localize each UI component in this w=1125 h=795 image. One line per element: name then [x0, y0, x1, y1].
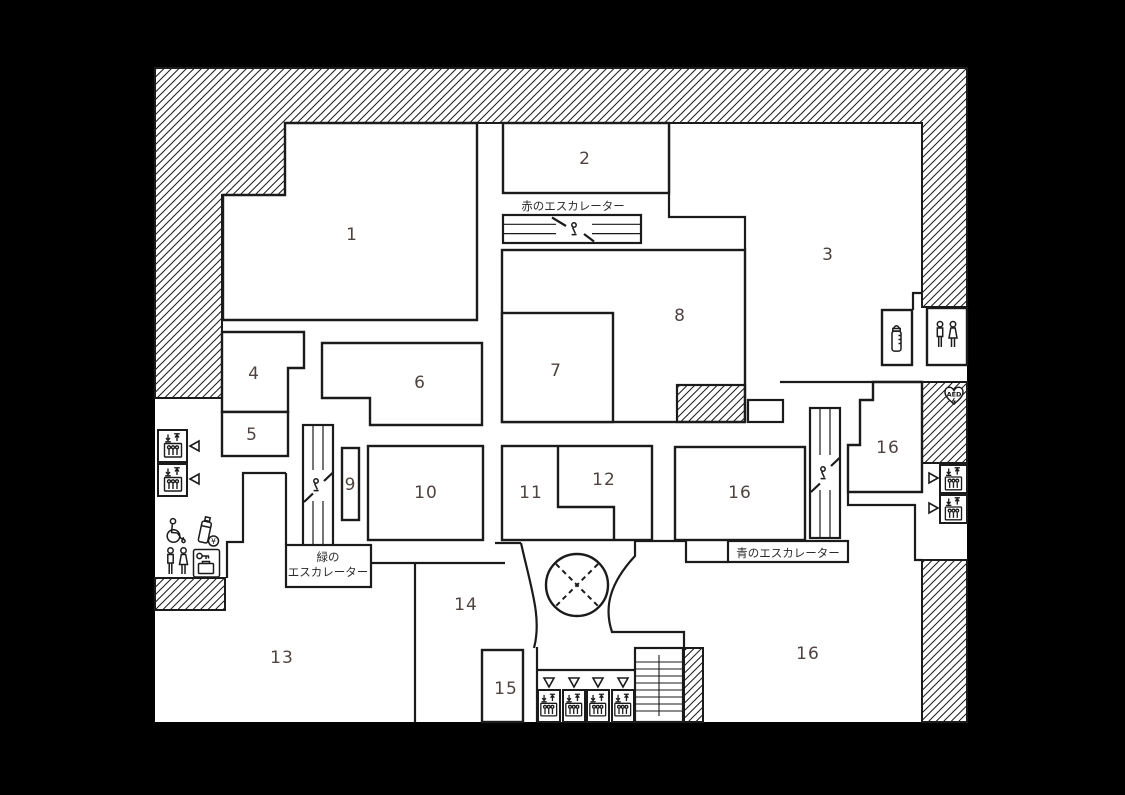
- triangle-left-icon: [188, 472, 200, 486]
- room-4-label: 4: [248, 364, 260, 384]
- triangle-down-icon: [591, 677, 605, 689]
- atrium-void: [544, 552, 610, 618]
- room-7: [500, 311, 615, 424]
- blue-escalator-label-box: [726, 539, 850, 564]
- hatched-strip-right: [921, 559, 968, 723]
- hatched-block-room8-top: [675, 383, 747, 424]
- green-escalator: [301, 423, 335, 550]
- triangle-right-icon: [928, 471, 940, 485]
- room-15-label: 15: [494, 679, 518, 699]
- left-elevator-bank: [157, 429, 200, 497]
- triangle-left-icon: [188, 439, 200, 453]
- aed-text: AED: [947, 391, 962, 399]
- triangle-down-icon: [616, 677, 630, 689]
- green-escalator-ticks: [303, 471, 334, 503]
- red-escalator-shaft: [501, 213, 643, 245]
- aed-icon: AED: [944, 386, 964, 405]
- stairs-treads-icon: [635, 655, 683, 716]
- room-labels: 1 2 3 4 5 6 7 8 9 10 11 12 13 14 15 16 1…: [246, 149, 900, 699]
- room-10: [366, 444, 485, 542]
- right-elevator-bank: [928, 464, 968, 524]
- wall-segment: [911, 291, 922, 310]
- room-16-right: [846, 380, 924, 494]
- room-10-label: 10: [414, 483, 438, 503]
- wheelchair-icon: [166, 517, 186, 544]
- stairs: [633, 646, 685, 724]
- nursing-room: [880, 308, 914, 367]
- bottom-elevator-bank: [537, 668, 635, 723]
- atrium-east-arc: [607, 541, 686, 648]
- vending-machine-icon: ¥: [197, 515, 220, 547]
- room-9: [340, 446, 361, 522]
- green-escalator-label-box: [284, 543, 373, 589]
- room-14-label: 14: [454, 595, 478, 615]
- room-11-12-block: [500, 444, 654, 542]
- blue-escalator: [808, 406, 842, 540]
- right-facilities: AED: [891, 320, 964, 405]
- rooms: [220, 121, 969, 724]
- room-16-bottom-label: 16: [796, 644, 820, 664]
- wall-closet: [746, 398, 785, 424]
- restroom-right-icon: [936, 320, 958, 347]
- red-escalator-ticks: [551, 216, 595, 243]
- triangle-right-icon: [928, 501, 940, 515]
- coin-locker-icon: [192, 548, 221, 578]
- triangle-down-icon: [542, 677, 556, 689]
- room-13-label: 13: [270, 648, 294, 668]
- blue-escalator-label: 青のエスカレーター: [736, 546, 840, 560]
- red-escalator-lanes: [503, 223, 641, 235]
- blue-escalator-shaft: [808, 406, 842, 540]
- atrium-west-arc: [519, 542, 538, 649]
- room-16-right-label: 16: [876, 438, 900, 458]
- green-escalator-shaft: [301, 423, 335, 550]
- wall-segment: [846, 492, 922, 562]
- hatched-service-zones: [154, 67, 968, 723]
- blue-escalator-ticks: [810, 456, 841, 493]
- room-5-label: 5: [246, 425, 258, 445]
- atrium-cross-icon: [555, 563, 599, 607]
- wall-segment: [635, 539, 728, 564]
- red-escalator-label: 赤のエスカレーター: [521, 199, 625, 213]
- room-1-label: 1: [346, 225, 358, 245]
- triangle-down-icon: [567, 677, 581, 689]
- room-2-label: 2: [579, 149, 591, 169]
- down-direction-triangles: [542, 677, 630, 689]
- room-16-center: [673, 445, 807, 542]
- elevator-cell: [939, 464, 968, 494]
- nursing-room-icon: [891, 325, 902, 352]
- green-escalator-label-line2: エスカレーター: [288, 565, 369, 579]
- room-11-12-divider: [556, 446, 616, 540]
- blue-escalator-lanes: [819, 408, 831, 538]
- room-8-label: 8: [674, 306, 686, 326]
- hatched-strip-stairs: [683, 647, 704, 723]
- walls: [225, 123, 922, 722]
- green-escalator-label-line1: 緑の: [317, 550, 340, 564]
- room-1: [221, 121, 479, 322]
- red-escalator: [501, 213, 643, 245]
- room-9-label: 9: [345, 475, 357, 495]
- yen-mark: ¥: [211, 537, 216, 546]
- green-escalator-lanes: [312, 425, 324, 548]
- room-11-label: 11: [519, 483, 543, 503]
- room-12-label: 12: [592, 470, 616, 490]
- room-2: [501, 121, 671, 195]
- room-6: [320, 341, 484, 427]
- room-6-label: 6: [414, 373, 426, 393]
- room-16-center-label: 16: [728, 483, 752, 503]
- restroom-right: [925, 306, 969, 367]
- left-facilities: ¥: [166, 515, 221, 578]
- room-3-label: 3: [822, 245, 834, 265]
- room-5: [220, 410, 290, 458]
- restroom-left-icon: [167, 547, 189, 574]
- escalator-labels: 赤のエスカレーター 緑の エスカレーター 青のエスカレーター: [288, 199, 840, 579]
- room-15: [480, 648, 525, 724]
- hatched-strip-left: [154, 577, 226, 611]
- room-7-label: 7: [550, 361, 562, 381]
- wall-segment: [225, 471, 286, 578]
